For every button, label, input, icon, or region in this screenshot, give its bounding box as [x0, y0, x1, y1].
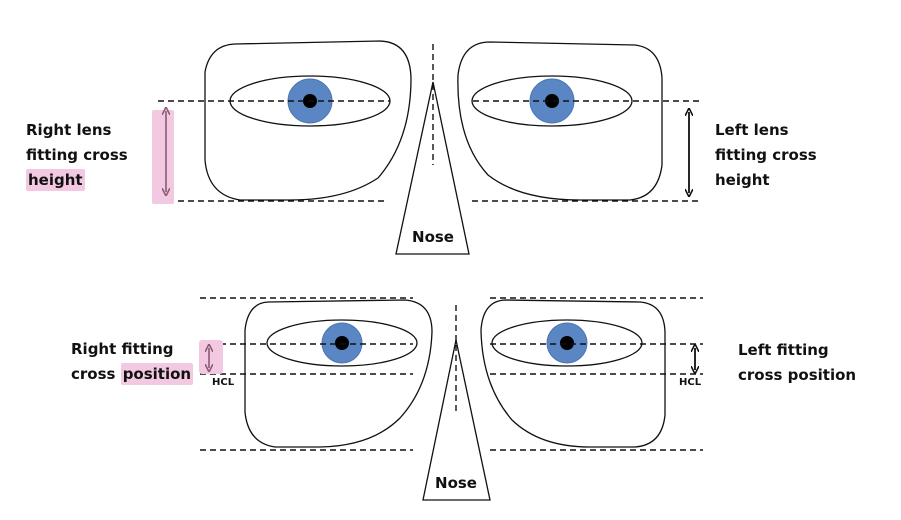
- right-fitting-label-line1: Right fitting: [71, 340, 174, 358]
- left-lens-frame: [457, 41, 663, 201]
- left-fitting-label: Left fitting cross position: [738, 338, 856, 388]
- right-fitting-label: Right fitting cross position: [71, 337, 194, 387]
- left-lens-label-line2: fitting cross: [715, 146, 817, 164]
- nose-top: [395, 81, 470, 255]
- nose-label-top: Nose: [412, 228, 454, 246]
- nose-label-bottom: Nose: [435, 474, 477, 492]
- right-arrow-highlight: [152, 110, 174, 204]
- right-lens-label-line2: fitting cross: [26, 146, 128, 164]
- left-lens-label: Left lens fitting cross height: [715, 118, 817, 193]
- right-fitting-label-line2: cross position: [71, 362, 194, 387]
- left-lens-label-line1: Left lens: [715, 121, 789, 139]
- top-diagram: [152, 40, 700, 255]
- left-fitting-label-line1: Left fitting: [738, 341, 829, 359]
- left-eye-outline: [471, 75, 633, 127]
- right-small-arrow-highlight: [199, 340, 223, 374]
- left-frame-bottom: [480, 299, 666, 448]
- left-lens-label-line3: height: [715, 171, 770, 189]
- nose-bottom: [422, 339, 491, 501]
- right-fitting-label-prefix: cross: [71, 365, 121, 383]
- bottom-diagram: [199, 297, 703, 501]
- right-lens-label-line1: Right lens: [26, 121, 112, 139]
- hcl-label-left: HCL: [679, 377, 702, 388]
- right-lens-label: Right lens fitting cross height: [26, 118, 128, 193]
- right-lens-frame: [204, 40, 412, 201]
- left-pupil: [545, 94, 559, 108]
- right-pupil-bottom: [335, 336, 349, 350]
- left-eye-outline-bottom: [491, 319, 643, 367]
- left-pupil-bottom: [560, 336, 574, 350]
- hcl-label-right: HCL: [212, 377, 235, 388]
- right-lens-label-line3-wrap: height: [26, 168, 128, 193]
- right-frame-bottom: [244, 299, 433, 448]
- left-fitting-label-line2: cross position: [738, 366, 857, 384]
- right-eye-outline-bottom: [266, 319, 418, 367]
- right-fitting-label-highlight: position: [120, 363, 194, 385]
- right-lens-label-line3: height: [26, 169, 85, 191]
